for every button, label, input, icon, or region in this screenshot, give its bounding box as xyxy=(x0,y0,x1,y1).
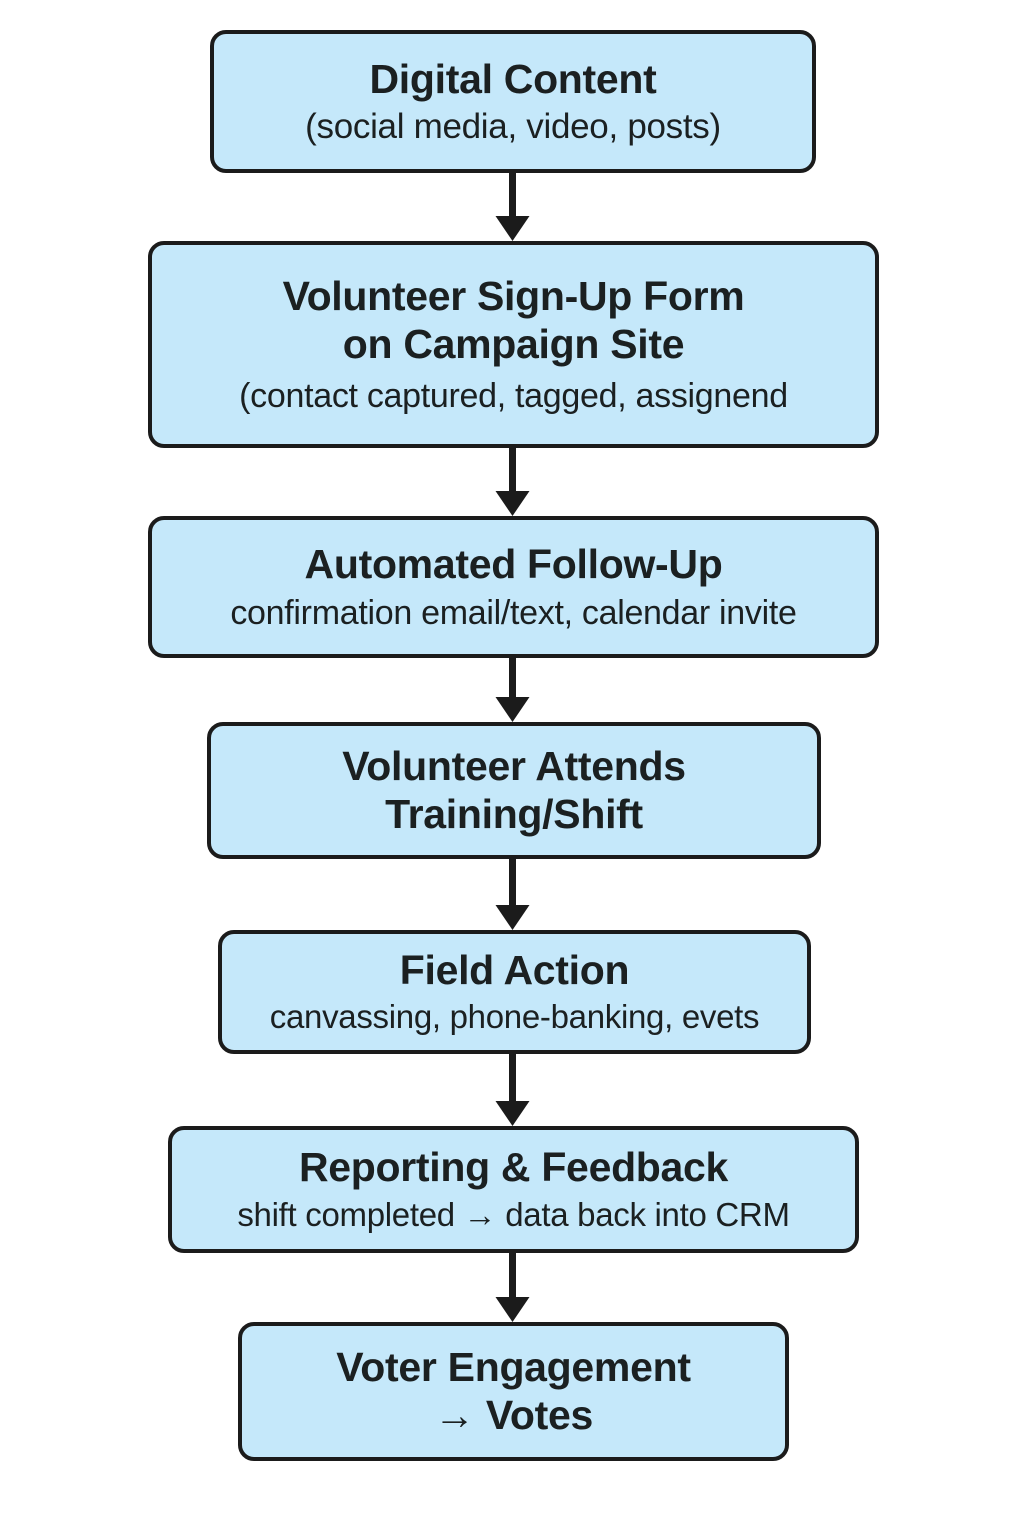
connector-arrow-1 xyxy=(495,173,529,241)
flow-node-title: Reporting & Feedback xyxy=(298,1144,729,1191)
connector-arrow-6 xyxy=(495,1253,529,1322)
flow-node-digital-content[interactable]: Digital Content (social media, video, po… xyxy=(210,30,816,173)
arrow-head-icon xyxy=(495,216,529,241)
arrow-head-icon xyxy=(495,1101,529,1126)
connector-stem xyxy=(508,173,516,216)
connector-arrow-5 xyxy=(495,1054,529,1126)
flow-node-subtitle: shift completed → data back into CRM xyxy=(237,1195,790,1233)
flow-node-voter-engagement[interactable]: Voter Engagement → Votes xyxy=(238,1322,789,1461)
connector-stem xyxy=(508,1054,516,1101)
arrow-head-icon xyxy=(495,491,529,516)
flow-node-title-line2: Training/Shift xyxy=(385,791,643,837)
flow-node-subtitle: (contact captured, tagged, assignend xyxy=(239,376,788,415)
flow-node-title: Volunteer Sign-Up Form xyxy=(282,273,745,320)
arrow-head-icon xyxy=(495,697,529,722)
flow-node-automated-follow-up[interactable]: Automated Follow-Up confirmation email/t… xyxy=(148,516,879,658)
flow-node-subtitle: (social media, video, posts) xyxy=(305,107,721,147)
flow-node-title-line2: on Campaign Site xyxy=(342,321,685,368)
flow-node-title: Voter Engagement xyxy=(336,1343,691,1390)
connector-arrow-3 xyxy=(495,658,529,722)
flow-node-field-action[interactable]: Field Action canvassing, phone-banking, … xyxy=(218,930,811,1054)
flow-node-volunteer-sign-up-form[interactable]: Volunteer Sign-Up Form on Campaign Site … xyxy=(148,241,879,448)
connector-stem xyxy=(508,859,516,905)
flow-node-title-line2: → Votes xyxy=(434,1392,593,1438)
connector-arrow-2 xyxy=(495,448,529,516)
flow-node-title: Automated Follow-Up xyxy=(304,541,723,588)
arrow-head-icon xyxy=(495,905,529,930)
flow-node-subtitle: canvassing, phone-banking, evets xyxy=(269,998,760,1036)
flow-node-title: Field Action xyxy=(399,946,630,993)
connector-stem xyxy=(508,448,516,491)
connector-stem xyxy=(508,1253,516,1297)
flow-node-reporting-feedback[interactable]: Reporting & Feedback shift completed → d… xyxy=(168,1126,859,1253)
connector-arrow-4 xyxy=(495,859,529,930)
connector-stem xyxy=(508,658,516,697)
arrow-head-icon xyxy=(495,1297,529,1322)
flow-node-title: Volunteer Attends xyxy=(342,742,686,789)
flow-node-subtitle: confirmation email/text, calendar invite xyxy=(230,593,797,632)
flow-node-title: Digital Content xyxy=(369,55,657,102)
flow-node-volunteer-attends-training[interactable]: Volunteer Attends Training/Shift xyxy=(207,722,821,859)
